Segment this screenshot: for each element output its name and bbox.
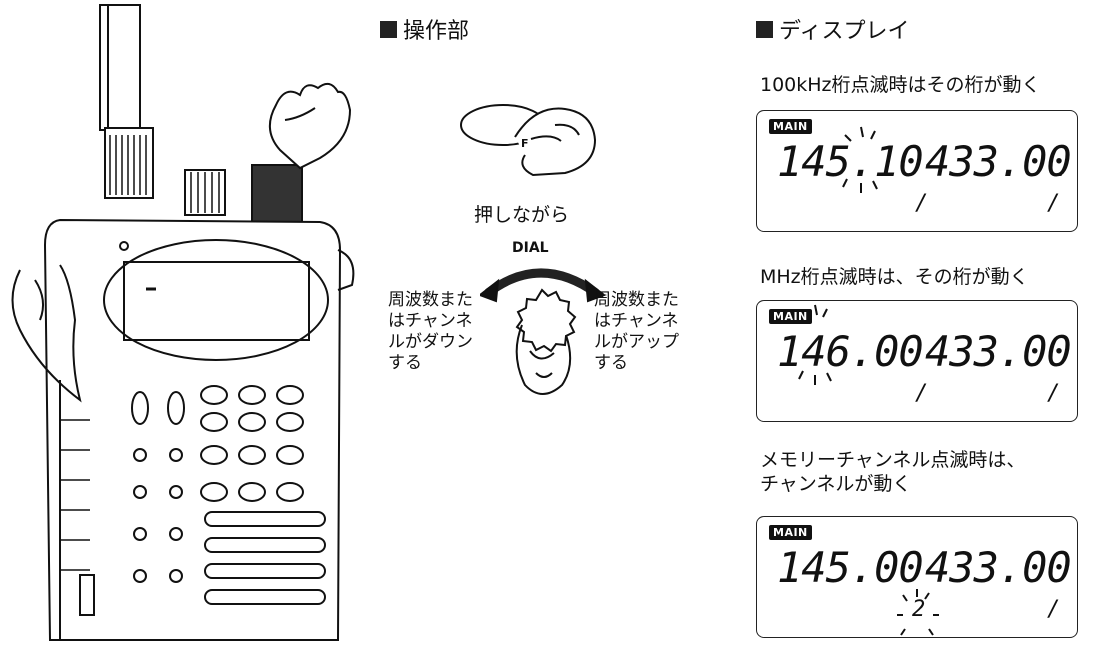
panel-1-caption: 100kHz桁点滅時はその桁が動く	[760, 74, 1041, 96]
panel-3-caption-line-2: チャンネルが動く	[760, 473, 912, 495]
right-frequency: 433.00	[925, 327, 1072, 376]
main-badge: MAIN	[769, 309, 812, 324]
decimal-dot	[1059, 173, 1062, 176]
square-bullet-icon	[380, 20, 397, 38]
left-frequency: 145.10	[777, 137, 924, 186]
blink-rays-icon	[897, 589, 939, 636]
dial-down-line-1: 周波数また	[388, 290, 473, 310]
controls-heading: 操作部	[380, 13, 469, 45]
sub-digit-right: /	[1047, 597, 1061, 622]
lcd-panel-2: MAIN 146.00 433.00 / /	[756, 300, 1078, 422]
square-bullet-icon	[756, 20, 773, 38]
dial-up-line-1: 周波数また	[594, 290, 679, 310]
dial-down-description: 周波数また はチャンネ ルがダウン する	[388, 290, 473, 374]
dial-up-line-4: する	[594, 353, 628, 373]
sub-digit-right: /	[1047, 381, 1061, 406]
panel-2-caption: MHz桁点滅時は、その桁が動く	[760, 266, 1029, 288]
left-frequency: 146.00	[777, 327, 924, 376]
panel-3-caption-line-1: メモリーチャンネル点滅時は、	[760, 449, 1026, 471]
dial-down-line-2: はチャンネ	[388, 311, 473, 331]
dial-up-line-3: ルがアップ	[594, 332, 679, 352]
dial-down-line-4: する	[388, 353, 422, 373]
blink-rays-icon	[798, 304, 832, 385]
lcd-panel-3: MAIN 145.00 433.00 2 /	[756, 516, 1078, 638]
panel-3-caption: メモリーチャンネル点滅時は、 チャンネルが動く	[760, 448, 1025, 496]
display-heading-text: ディスプレイ	[779, 19, 910, 44]
dial-up-description: 周波数また はチャンネ ルがアップ する	[594, 290, 679, 374]
press-caption: 押しながら	[474, 204, 570, 226]
display-heading: ディスプレイ	[756, 13, 909, 45]
lcd-panel-1: MAIN 145.10 433.00 / /	[756, 110, 1078, 232]
sub-digit-right: /	[1047, 191, 1061, 216]
main-badge: MAIN	[769, 525, 812, 540]
main-badge: MAIN	[769, 119, 812, 134]
dial-label: DIAL	[512, 240, 549, 256]
dial-rotation-icon	[480, 268, 605, 395]
channel-digit: 2	[912, 597, 926, 622]
f-button-press-icon	[460, 104, 597, 177]
controls-heading-text: 操作部	[403, 19, 470, 44]
dial-up-line-2: はチャンネ	[594, 311, 679, 331]
sub-digit-left: /	[915, 191, 929, 216]
sub-digit-left: /	[915, 381, 929, 406]
f-button-label: F	[521, 137, 529, 150]
right-frequency: 433.00	[925, 137, 1072, 186]
dial-down-line-3: ルがダウン	[388, 332, 473, 352]
right-frequency: 433.00	[925, 543, 1072, 592]
radio-illustration	[11, 4, 355, 641]
blink-rays-icon	[842, 126, 878, 193]
left-frequency: 145.00	[777, 543, 924, 592]
